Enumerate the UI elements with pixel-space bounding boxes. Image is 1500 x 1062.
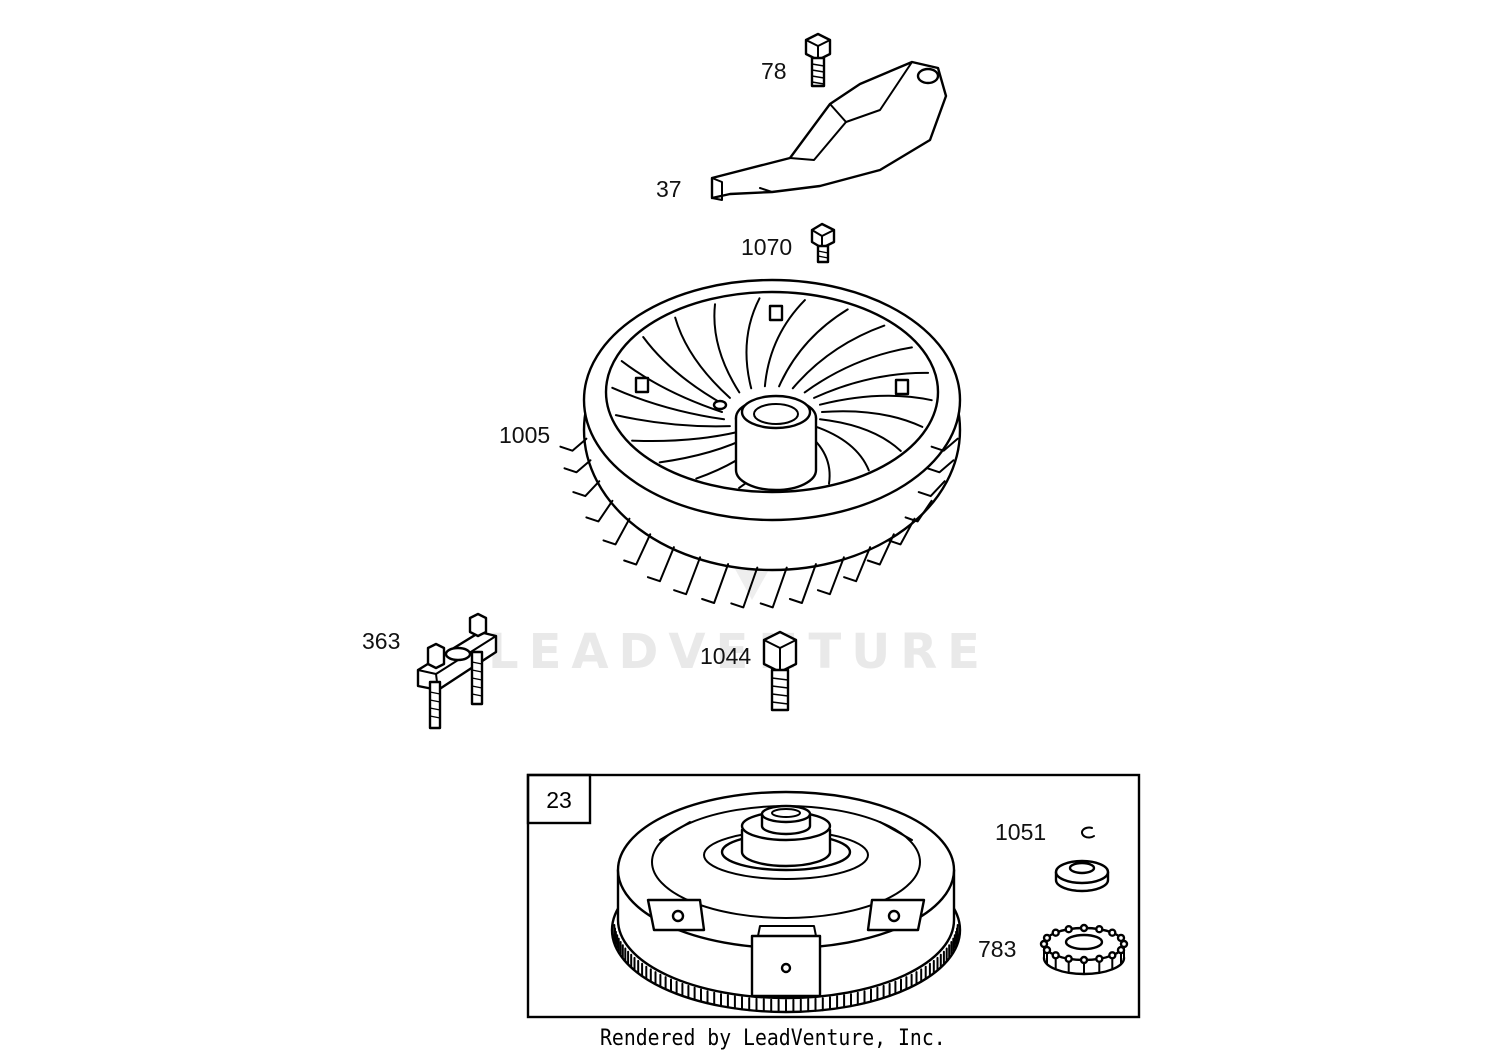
part-363-bracket[interactable] — [416, 612, 498, 730]
footer-credit: Rendered by LeadVenture, Inc. — [600, 1026, 946, 1051]
part-37-shield[interactable] — [710, 60, 948, 201]
callout-1044[interactable]: 1044 — [700, 643, 752, 669]
part-1005-fan[interactable] — [559, 278, 962, 609]
callout-363[interactable]: 363 — [362, 628, 401, 654]
kit-23-flywheel[interactable] — [610, 790, 962, 1014]
kit-23-label[interactable]: 23 — [546, 786, 572, 813]
part-1070-bolt[interactable] — [810, 222, 836, 264]
callout-1070[interactable]: 1070 — [741, 234, 793, 260]
watermark-text: LEADVENTURE — [488, 624, 990, 680]
callout-1005[interactable]: 1005 — [499, 422, 551, 448]
callout-37[interactable]: 37 — [656, 176, 682, 202]
callout-1051[interactable]: 1051 — [995, 819, 1047, 845]
part-washer[interactable] — [1054, 859, 1110, 893]
part-1051-clip[interactable] — [1081, 826, 1095, 839]
callout-78[interactable]: 78 — [761, 58, 787, 84]
kit-23-box — [526, 773, 1141, 1019]
part-783-pinion-gear[interactable] — [1039, 923, 1129, 976]
part-1044-bolt[interactable] — [762, 630, 798, 712]
callout-783[interactable]: 783 — [978, 936, 1017, 962]
part-78-bolt[interactable] — [804, 32, 832, 88]
